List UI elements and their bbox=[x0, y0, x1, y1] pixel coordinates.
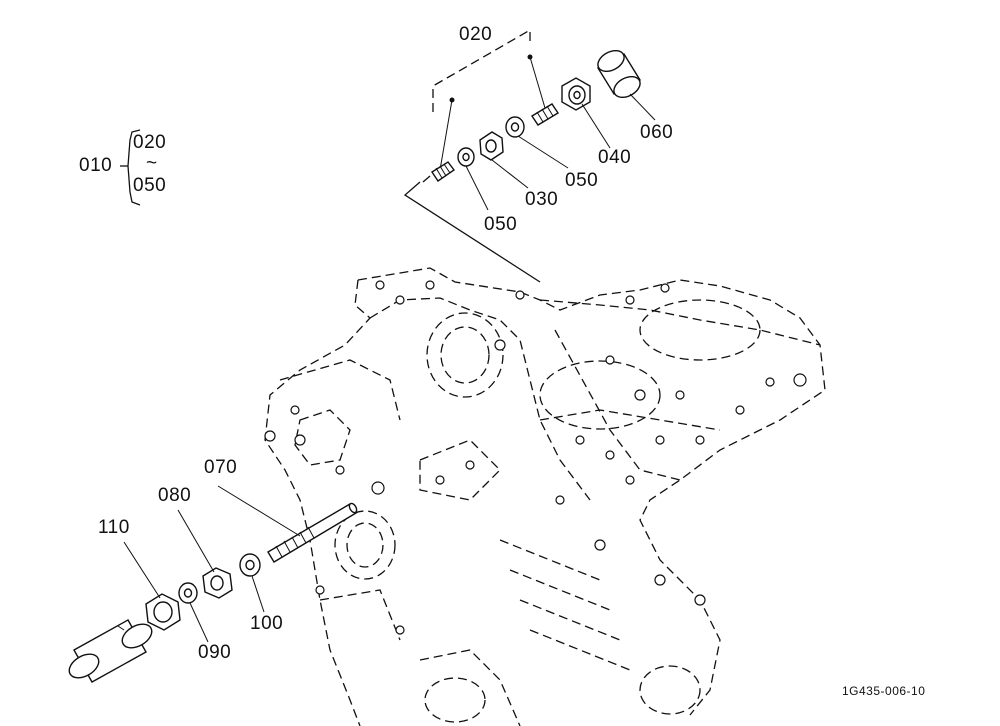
callout-070: 070 bbox=[204, 457, 238, 478]
stud-070 bbox=[267, 481, 385, 563]
stud-small-upper bbox=[431, 161, 455, 182]
callout-080: 080 bbox=[158, 485, 192, 506]
assembly-bracket-020 bbox=[432, 28, 546, 171]
cap-nut-110 bbox=[145, 593, 181, 631]
washer-050-a bbox=[457, 147, 475, 167]
callout-050-b: 050 bbox=[565, 170, 599, 191]
nut-030 bbox=[479, 131, 504, 161]
callout-110: 110 bbox=[98, 517, 130, 538]
range-tilde: ~ bbox=[146, 153, 158, 174]
top-part-leaders bbox=[465, 93, 656, 211]
callout-050-a: 050 bbox=[484, 214, 518, 235]
sleeve-060 bbox=[597, 49, 641, 99]
callout-020-range: 020 bbox=[133, 132, 167, 153]
sleeve-lower bbox=[68, 619, 153, 683]
callout-040: 040 bbox=[598, 147, 632, 168]
assembly-leader-lines bbox=[403, 175, 541, 283]
range-bracket-010 bbox=[120, 129, 141, 206]
cap-nut-040 bbox=[561, 77, 591, 111]
washer-090 bbox=[178, 582, 198, 604]
callout-050-range: 050 bbox=[133, 175, 167, 196]
callout-090: 090 bbox=[198, 642, 232, 663]
callout-100: 100 bbox=[250, 613, 284, 634]
callout-060: 060 bbox=[640, 122, 674, 143]
drawing-code: 1G435-006-10 bbox=[842, 684, 926, 698]
stud-small-lower bbox=[531, 103, 559, 126]
callout-010: 010 bbox=[79, 155, 113, 176]
callout-020: 020 bbox=[459, 24, 493, 45]
washer-100 bbox=[239, 553, 261, 577]
nut-080 bbox=[202, 567, 233, 599]
lower-part-leaders bbox=[123, 485, 301, 643]
gear-case-housing bbox=[264, 267, 826, 726]
washer-050-b bbox=[505, 116, 525, 138]
callout-030: 030 bbox=[525, 189, 559, 210]
